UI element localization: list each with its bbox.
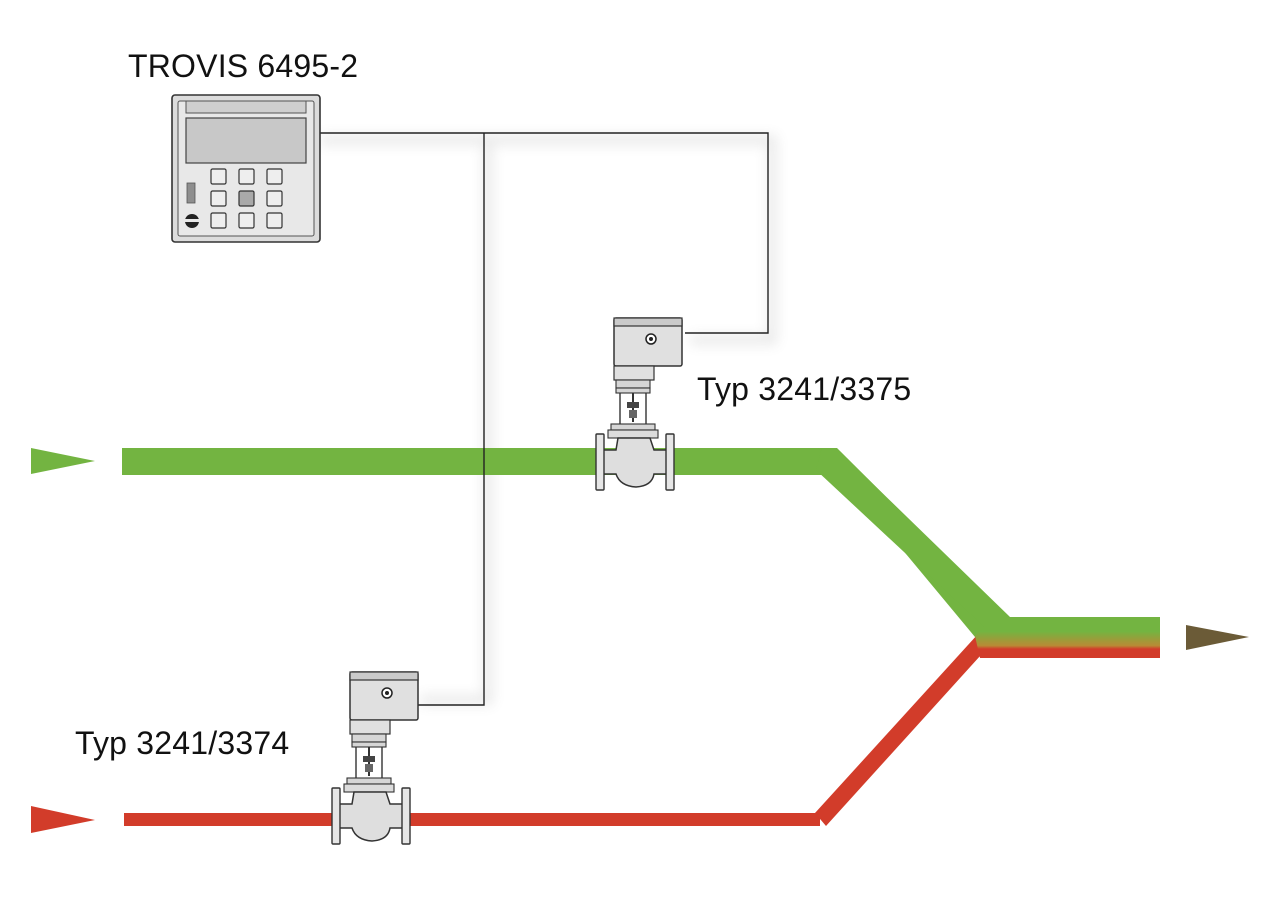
valve-top-label: Typ 3241/3375 bbox=[697, 371, 912, 407]
control-valve-bottom-icon bbox=[331, 671, 419, 845]
flow-arrow-red-inlet bbox=[31, 806, 95, 833]
red-flow-line bbox=[124, 634, 990, 826]
mixed-flow-line bbox=[975, 617, 1160, 658]
wiring-shadow bbox=[320, 135, 777, 705]
flow-arrow-mixed-outlet bbox=[1186, 625, 1249, 650]
control-valve-top-icon bbox=[595, 317, 683, 491]
wire-controller-bus bbox=[320, 132, 769, 334]
green-flow-line bbox=[122, 448, 1010, 643]
controller-label: TROVIS 6495-2 bbox=[128, 48, 359, 84]
controller-unit-icon bbox=[171, 94, 321, 243]
flow-arrow-green-inlet bbox=[31, 448, 95, 474]
signal-wiring bbox=[320, 132, 769, 706]
valve-bottom-label: Typ 3241/3374 bbox=[75, 725, 290, 761]
wire-to-bottom-valve bbox=[418, 133, 485, 706]
